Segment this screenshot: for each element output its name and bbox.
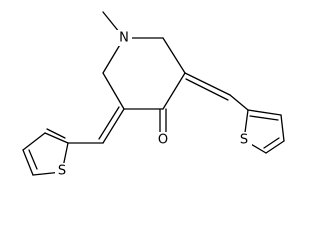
thiophene-left-sulfur-label: S	[58, 164, 66, 179]
bond-rt-c2-c3-b	[249, 115, 279, 121]
bond-lt-c4-c5-a	[22, 149, 34, 176]
bond-c5-c6	[102, 72, 125, 110]
carbonyl-oxygen-label: O	[158, 133, 168, 148]
bond-c2-c3	[162, 37, 186, 74]
bond-rt-c4-c5-a	[265, 140, 285, 154]
bond-rt-c3-c4	[280, 114, 285, 142]
bond-rt-c2-c3-a	[247, 109, 282, 116]
bond-lines	[22, 11, 285, 176]
bond-rt-c4-c5-b	[263, 137, 280, 149]
thiophene-right-sulfur-label: S	[240, 133, 248, 148]
bond-lt-c3-c4	[22, 132, 46, 151]
atom-labels: N O S S	[55, 30, 252, 178]
bond-c5-exo-b	[98, 106, 120, 140]
molecule-structure-diagram: N O S S	[22, 11, 285, 178]
nitrogen-label: N	[119, 31, 129, 46]
bond-exo-thio-right	[229, 94, 249, 111]
bond-c3-exo-b	[185, 78, 229, 101]
bond-c3-exo-a	[184, 72, 231, 96]
bond-lt-c2-c3-b	[46, 128, 66, 139]
bond-lt-c4-c5-b	[28, 149, 38, 170]
bond-c3-c4	[162, 72, 186, 110]
bond-c5-exo-a	[102, 108, 125, 144]
bond-lt-c2-c3-a	[44, 132, 69, 144]
